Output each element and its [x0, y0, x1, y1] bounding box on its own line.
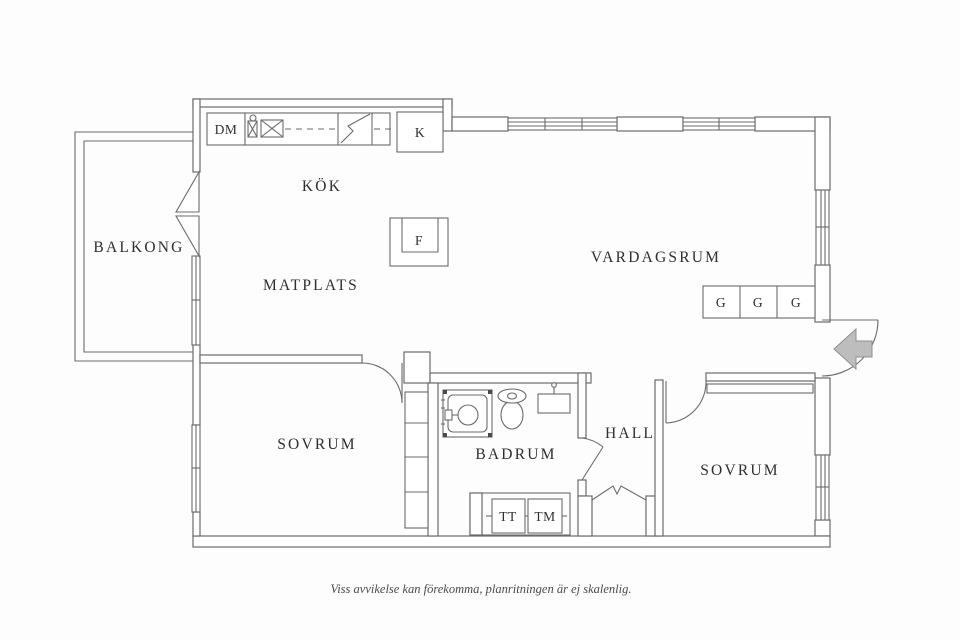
door-swing-icon	[361, 362, 403, 404]
wall	[814, 264, 831, 323]
washer-label: TM	[534, 509, 555, 524]
living-room-label: VARDAGSRUM	[591, 249, 721, 266]
wall	[814, 377, 831, 456]
wall	[403, 351, 431, 384]
wardrobe-row	[702, 285, 816, 319]
closets	[404, 285, 816, 529]
wall	[577, 495, 593, 537]
wall	[705, 372, 816, 382]
exterior-walls	[192, 98, 831, 548]
wall	[429, 372, 592, 384]
entrance-arrow-icon	[833, 327, 873, 371]
doors	[175, 169, 879, 501]
door-swing-icon	[665, 380, 707, 424]
wall	[442, 98, 453, 132]
wall	[577, 372, 587, 439]
kitchen-fixtures	[206, 111, 449, 267]
fireplace-label: F	[415, 233, 423, 248]
double-door-icon	[591, 485, 647, 501]
bedroom-right-label: SOVRUM	[700, 462, 780, 479]
fireplace-icon	[389, 217, 449, 267]
wall	[192, 535, 831, 548]
wall	[192, 98, 201, 173]
shower-icon	[441, 389, 493, 438]
balcony-door-icon	[175, 169, 200, 259]
wardrobe-label: G	[791, 295, 801, 310]
wardrobe-label: G	[716, 295, 726, 310]
bathroom-fixtures	[441, 382, 571, 536]
balcony-outline	[74, 131, 196, 362]
closet-shelf	[706, 383, 814, 394]
wall	[654, 379, 664, 537]
stove-icon	[340, 113, 371, 144]
dining-label: MATPLATS	[263, 277, 359, 294]
dryer-label: TT	[499, 509, 517, 524]
sink-icon	[260, 119, 284, 138]
wall	[616, 116, 684, 132]
door-swing-icon	[581, 437, 604, 481]
labels: BALKONG KÖK MATPLATS VARDAGSRUM SOVRUM S…	[93, 122, 801, 596]
wall	[192, 344, 201, 426]
dishwasher-label: DM	[215, 122, 238, 137]
washer-box	[527, 498, 563, 534]
faucet-icon	[247, 114, 258, 138]
wall	[814, 116, 831, 191]
wall	[192, 98, 453, 108]
window-icon	[191, 424, 201, 513]
hall-label: HALL	[605, 425, 655, 442]
wardrobe-label: G	[753, 295, 763, 310]
washbasin-icon	[537, 382, 571, 414]
window-icon	[191, 255, 201, 346]
wall	[199, 354, 363, 364]
window-icon	[682, 117, 756, 131]
window-icon	[815, 454, 830, 521]
disclaimer-text: Viss avvikelse kan förekomma, planritnin…	[331, 582, 632, 596]
windows	[191, 117, 830, 521]
window-icon	[507, 117, 618, 131]
wall	[814, 519, 831, 537]
laundry-alcove	[469, 492, 571, 536]
fridge-box	[396, 111, 444, 153]
wall	[192, 511, 201, 537]
wall	[577, 479, 587, 497]
bedroom-left-label: SOVRUM	[277, 436, 357, 453]
wall	[451, 116, 509, 132]
bathroom-label: BADRUM	[475, 446, 556, 463]
wall	[427, 382, 439, 537]
entry-door-icon	[821, 319, 879, 377]
toilet-icon	[497, 388, 527, 430]
interior-walls	[199, 351, 816, 537]
closet-column	[404, 391, 429, 529]
fridge-label: K	[415, 125, 425, 140]
balcony-label: BALKONG	[93, 239, 184, 256]
kitchen-label: KÖK	[302, 178, 342, 195]
window-icon	[815, 189, 830, 266]
